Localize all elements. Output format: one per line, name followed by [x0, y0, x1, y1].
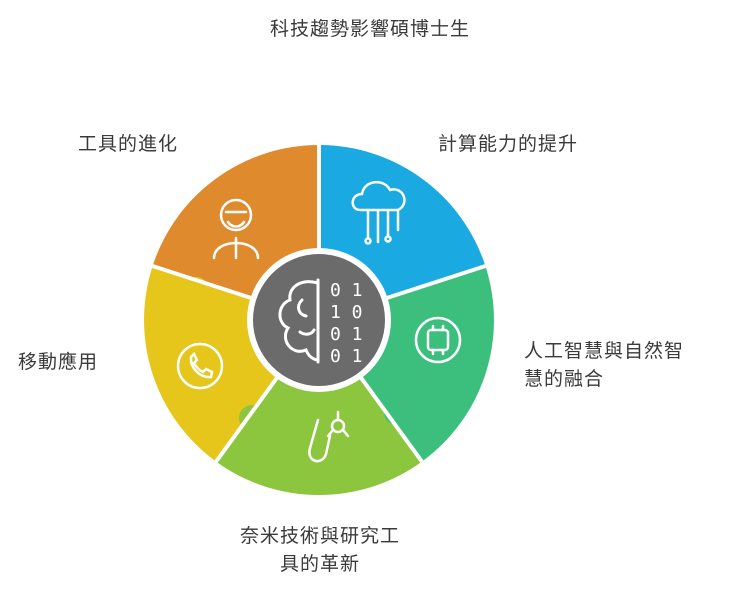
binary-row-4: 0 1	[330, 346, 363, 367]
brain-binary-icon	[278, 278, 320, 364]
binary-digits: 0 1 1 0 0 1 0 1	[330, 280, 363, 367]
binary-row-1: 0 1	[330, 280, 363, 301]
binary-row-3: 0 1	[330, 324, 363, 345]
label-ai-line1: 人工智慧與自然智	[524, 340, 685, 362]
label-computing: 計算能力的提升	[438, 133, 579, 155]
label-tools: 工具的進化	[78, 133, 179, 155]
segment-tools	[152, 145, 319, 299]
label-nano: 奈米技術與研究工 具的革新	[220, 522, 420, 578]
knob-tools	[294, 182, 320, 208]
chip-brain-icon	[414, 316, 462, 364]
diagram-title: 科技趨勢影響碩博士生	[269, 18, 470, 40]
label-nano-line2: 具的革新	[279, 553, 360, 575]
label-nano-line1: 奈米技術與研究工	[239, 525, 400, 547]
segment-computing	[319, 145, 486, 299]
binary-row-2: 1 0	[330, 302, 363, 323]
segment-dividers	[151, 145, 487, 463]
person-icon	[212, 198, 260, 260]
hand-molecule-icon	[308, 410, 350, 463]
phone-icon	[176, 342, 224, 390]
label-ai-line2: 慧的融合	[524, 368, 605, 390]
label-ai: 人工智慧與自然智 慧的融合	[524, 337, 724, 393]
segment-nano	[216, 376, 422, 496]
knob-computing	[418, 257, 444, 283]
cloud-network-icon	[351, 181, 406, 245]
label-mobile: 移動應用	[18, 351, 99, 373]
